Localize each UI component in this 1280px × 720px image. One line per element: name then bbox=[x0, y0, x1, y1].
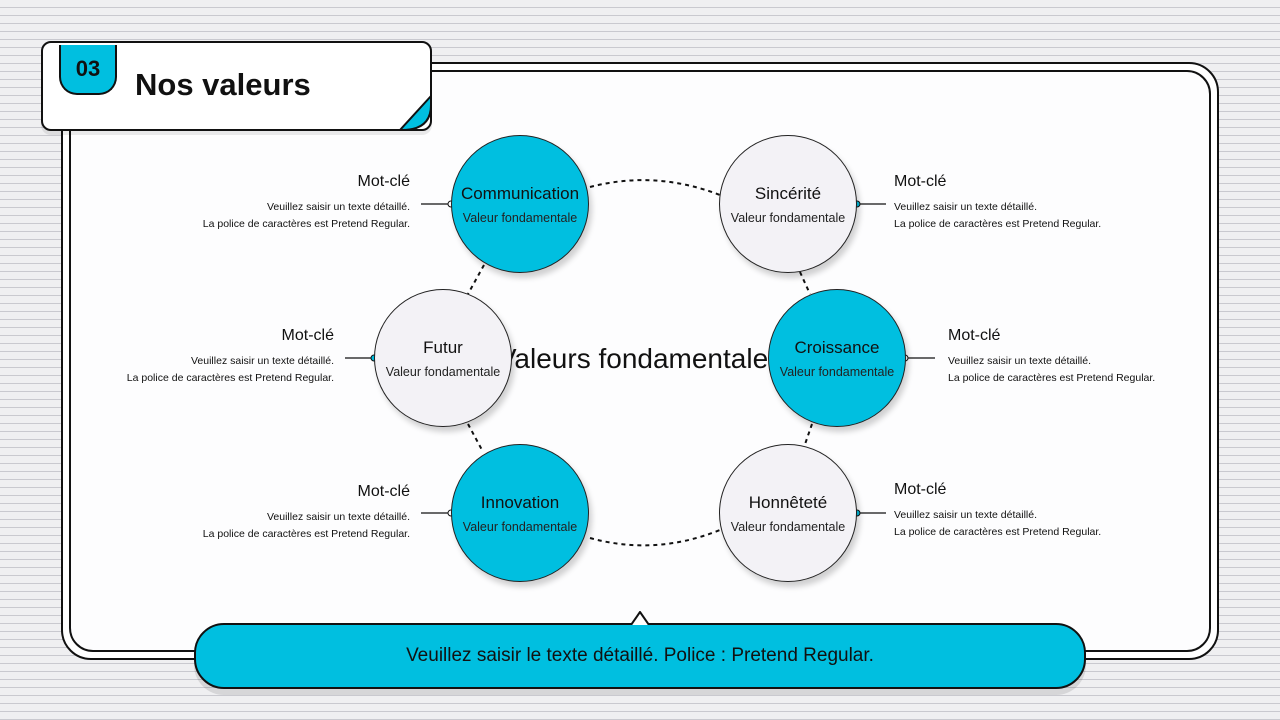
description-sincerite: Mot-clé Veuillez saisir un texte détaill… bbox=[894, 173, 1101, 234]
center-title: Valeurs fondamentales bbox=[497, 343, 783, 374]
node-title: Honnêteté bbox=[748, 492, 828, 512]
page-fold-icon bbox=[399, 95, 432, 131]
value-node-honnetete: Honnêteté Valeur fondamentale bbox=[719, 444, 857, 582]
description-keyword: Mot-clé bbox=[894, 173, 947, 190]
description-line: La police de caractères est Pretend Regu… bbox=[126, 372, 334, 384]
description-line: Veuillez saisir un texte détaillé. bbox=[267, 510, 410, 523]
description-line: Veuillez saisir un texte détaillé. bbox=[948, 354, 1091, 367]
page-title: Nos valeurs bbox=[135, 67, 311, 102]
node-title: Croissance bbox=[794, 337, 880, 357]
description-line: La police de caractères est Pretend Regu… bbox=[948, 372, 1156, 384]
description-keyword: Mot-clé bbox=[894, 481, 947, 498]
node-subtitle: Valeur fondamentale bbox=[462, 519, 578, 534]
value-node-croissance: Croissance Valeur fondamentale bbox=[768, 289, 906, 427]
description-line: La police de caractères est Pretend Regu… bbox=[894, 218, 1102, 230]
value-node-communication: Communication Valeur fondamentale bbox=[451, 135, 589, 273]
description-keyword: Mot-clé bbox=[281, 327, 334, 344]
description-line: Veuillez saisir un texte détaillé. bbox=[267, 200, 410, 213]
description-communication: Mot-clé Veuillez saisir un texte détaill… bbox=[203, 173, 410, 234]
description-futur: Mot-clé Veuillez saisir un texte détaill… bbox=[127, 327, 334, 388]
node-title: Communication bbox=[460, 183, 580, 203]
node-title: Innovation bbox=[480, 492, 560, 512]
description-keyword: Mot-clé bbox=[948, 327, 1001, 344]
node-subtitle: Valeur fondamentale bbox=[730, 519, 846, 534]
description-line: La police de caractères est Pretend Regu… bbox=[202, 528, 410, 540]
description-line: Veuillez saisir un texte détaillé. bbox=[894, 200, 1037, 213]
callout-tip-icon bbox=[630, 611, 650, 625]
value-node-futur: Futur Valeur fondamentale bbox=[374, 289, 512, 427]
description-keyword: Mot-clé bbox=[357, 173, 410, 190]
description-line: La police de caractères est Pretend Regu… bbox=[202, 218, 410, 230]
value-node-innovation: Innovation Valeur fondamentale bbox=[451, 444, 589, 582]
description-innovation: Mot-clé Veuillez saisir un texte détaill… bbox=[203, 483, 410, 544]
description-line: La police de caractères est Pretend Regu… bbox=[894, 526, 1102, 538]
node-subtitle: Valeur fondamentale bbox=[730, 210, 846, 225]
node-title: Futur bbox=[423, 337, 463, 357]
node-subtitle: Valeur fondamentale bbox=[462, 210, 578, 225]
section-number: 03 bbox=[59, 45, 117, 95]
description-keyword: Mot-clé bbox=[357, 483, 410, 500]
footer-banner-text: Veuillez saisir le texte détaillé. Polic… bbox=[406, 645, 874, 666]
description-line: Veuillez saisir un texte détaillé. bbox=[191, 354, 334, 367]
content-frame-inner bbox=[69, 70, 1211, 652]
content-frame bbox=[61, 62, 1219, 660]
value-node-sincerite: Sincérité Valeur fondamentale bbox=[719, 135, 857, 273]
node-title: Sincérité bbox=[754, 183, 822, 203]
title-card: 03 Nos valeurs bbox=[41, 41, 432, 131]
footer-banner: Veuillez saisir le texte détaillé. Polic… bbox=[194, 623, 1086, 689]
node-subtitle: Valeur fondamentale bbox=[779, 364, 895, 379]
description-honnetete: Mot-clé Veuillez saisir un texte détaill… bbox=[894, 481, 1101, 542]
description-line: Veuillez saisir un texte détaillé. bbox=[894, 508, 1037, 521]
node-subtitle: Valeur fondamentale bbox=[385, 364, 501, 379]
description-croissance: Mot-clé Veuillez saisir un texte détaill… bbox=[948, 327, 1155, 388]
